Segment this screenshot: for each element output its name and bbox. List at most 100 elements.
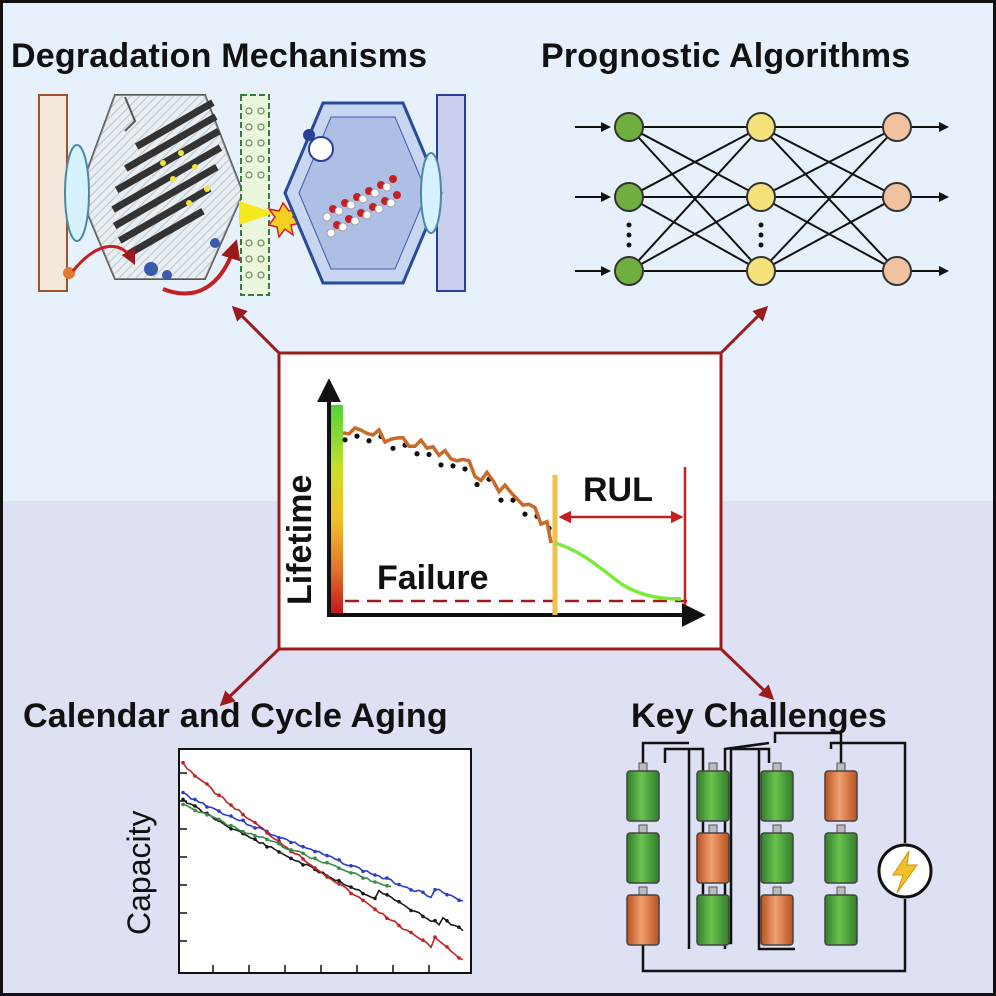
- capacity-series-point: [181, 760, 185, 765]
- capacity-series-point: [457, 956, 461, 960]
- capacity-series-point: [349, 864, 353, 868]
- capacity-series-point: [301, 857, 305, 861]
- capacity-series-point: [385, 884, 389, 888]
- capacity-series-point: [241, 829, 245, 834]
- cell-terminal: [638, 824, 648, 834]
- cell-terminal: [836, 824, 846, 834]
- capacity-series-point: [253, 820, 257, 825]
- hidden-node: [746, 182, 776, 212]
- degraded-cell: [696, 832, 730, 884]
- capacity-series-point: [337, 878, 341, 883]
- cell-terminal: [708, 762, 718, 772]
- diagram-canvas: [38, 94, 949, 974]
- capacity-series-point: [409, 888, 413, 892]
- sei-layer: [64, 144, 90, 242]
- challenges-title: Key Challenges: [631, 697, 888, 735]
- capacity-series-point: [193, 797, 197, 802]
- capacity-series-point: [241, 812, 245, 817]
- healthy-cell: [696, 894, 730, 946]
- input-node: [614, 182, 644, 212]
- capacity-plot-frame: [178, 748, 472, 974]
- capacity-series-point: [193, 804, 197, 808]
- healthy-cell: [760, 770, 794, 822]
- capacity-series-point: [205, 805, 209, 809]
- capacity-series-point: [229, 814, 233, 818]
- capacity-series-point: [181, 790, 185, 795]
- measured-point: [426, 451, 432, 458]
- capacity-series-point: [229, 827, 233, 831]
- cell-terminal: [638, 886, 648, 896]
- cell-terminal: [708, 824, 718, 834]
- degradation-title: Degradation Mechanisms: [11, 37, 428, 75]
- capacity-series-point: [337, 858, 341, 862]
- capacity-series-point: [421, 938, 425, 942]
- healthy-cell: [824, 832, 858, 884]
- capacity-series-point: [277, 850, 281, 854]
- capacity-series-point: [289, 856, 293, 861]
- prognostic-title: Prognostic Algorithms: [541, 37, 911, 75]
- capacity-series-point: [445, 892, 449, 897]
- anode-current-collector: [38, 94, 68, 292]
- capacity-series-point: [421, 914, 425, 919]
- capacity-series-point: [409, 908, 413, 913]
- measured-point: [510, 497, 516, 503]
- lifetime-axis-label: Lifetime: [281, 474, 319, 605]
- capacity-series-point: [433, 887, 437, 892]
- capacity-series-point: [289, 848, 293, 852]
- capacity-series-point: [277, 841, 281, 846]
- capacity-series-point: [373, 880, 377, 884]
- capacity-series-point: [193, 774, 197, 778]
- capacity-series-point: [229, 803, 233, 807]
- capacity-series-point: [433, 918, 437, 923]
- capacity-plot: [178, 748, 472, 974]
- healthy-cell: [626, 832, 660, 884]
- capacity-series-point: [373, 873, 377, 877]
- capacity-series-point: [361, 891, 365, 896]
- capacity-series-point: [253, 837, 257, 841]
- particle-crack: [124, 96, 137, 132]
- degraded-cell: [626, 894, 660, 946]
- capacity-series-point: [265, 831, 269, 835]
- capacity-series-point: [289, 840, 293, 845]
- hidden-node: [746, 256, 776, 286]
- cell-terminal: [638, 762, 648, 772]
- network-connections: [628, 126, 898, 272]
- capacity-series-point: [229, 823, 233, 828]
- capacity-series-point: [397, 923, 401, 928]
- capacity-series-point: [409, 930, 413, 935]
- degraded-cell: [760, 894, 794, 946]
- measured-point: [438, 462, 444, 468]
- output-node: [882, 256, 912, 286]
- capacity-series-point: [361, 876, 365, 880]
- capacity-series-point: [205, 782, 209, 786]
- capacity-series-point: [253, 826, 257, 830]
- capacity-series-point: [217, 817, 221, 822]
- capacity-series-point: [313, 849, 317, 854]
- neural-network: [575, 112, 949, 286]
- cathode-lattice: [322, 175, 401, 238]
- cell-terminal: [772, 824, 782, 834]
- capacity-series-point: [337, 882, 341, 886]
- capacity-series: [181, 760, 464, 961]
- capacity-series-point: [181, 797, 185, 802]
- capacity-series-point: [385, 893, 389, 897]
- cell-terminal: [772, 762, 782, 772]
- healthy-cell: [824, 894, 858, 946]
- healthy-cell: [696, 770, 730, 822]
- battery-cells: [626, 762, 858, 946]
- capacity-series-point: [313, 856, 317, 860]
- capacity-series-point: [445, 919, 449, 923]
- aging-title: Calendar and Cycle Aging: [23, 697, 448, 735]
- capacity-series-point: [301, 863, 305, 867]
- capacity-series-point: [457, 925, 461, 929]
- capacity-series-point: [337, 866, 341, 870]
- capacity-series-point: [241, 818, 245, 823]
- capacity-series-point: [361, 898, 365, 903]
- capacity-series-point: [193, 808, 197, 813]
- capacity-series-point: [373, 907, 377, 911]
- capacity-series-point: [301, 844, 305, 849]
- capacity-series-point: [397, 882, 401, 887]
- cell-terminal: [772, 886, 782, 896]
- capacity-series-point: [277, 839, 281, 843]
